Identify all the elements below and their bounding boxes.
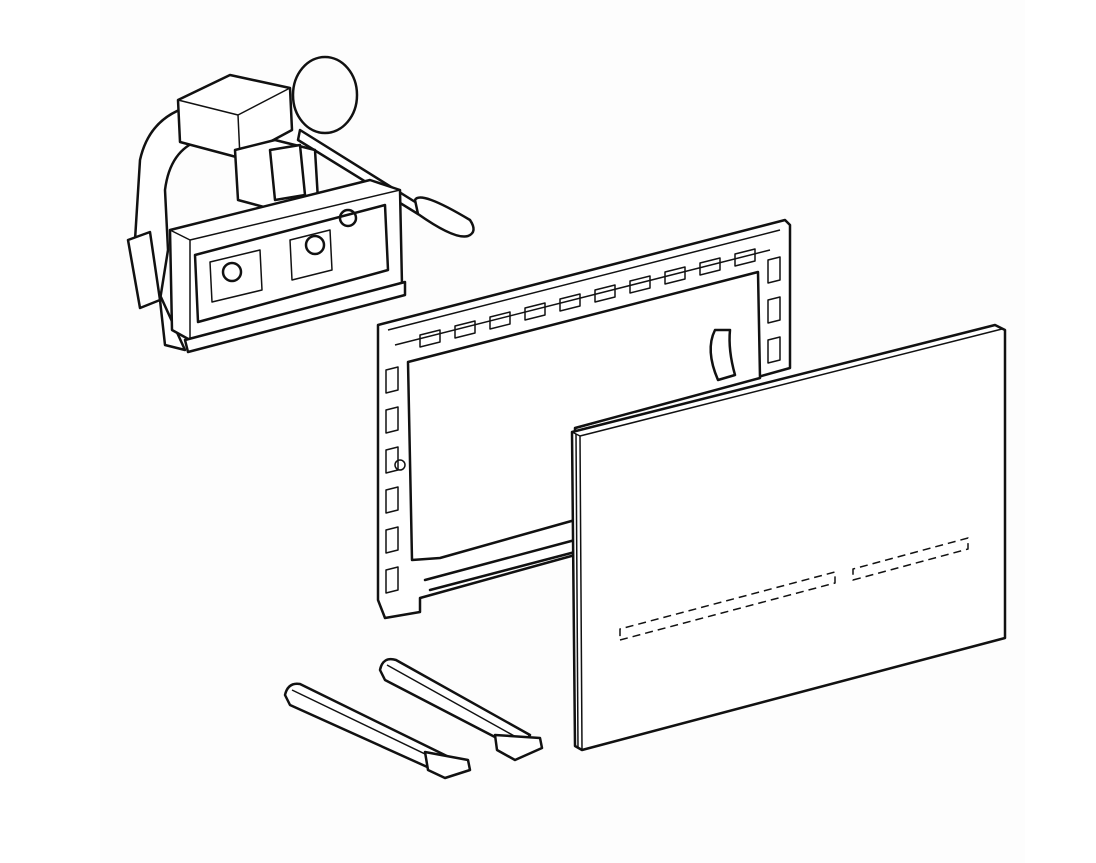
actuation-rod-2 bbox=[378, 657, 544, 762]
sensor-indicator-left bbox=[619, 571, 836, 641]
actuator-mechanism bbox=[126, 55, 475, 354]
sensor-indicator-right bbox=[852, 537, 969, 581]
actuation-rod-1 bbox=[283, 682, 472, 780]
cover-plate bbox=[570, 323, 1007, 752]
